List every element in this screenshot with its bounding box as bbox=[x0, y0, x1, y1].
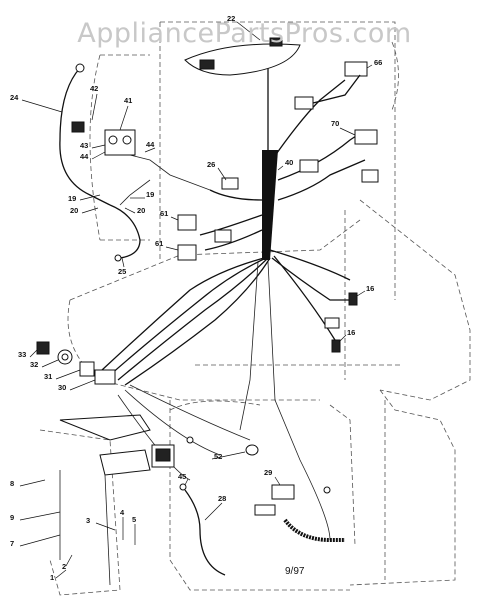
callout-c22: 22 bbox=[227, 14, 235, 23]
seat-switch-area bbox=[39, 414, 151, 596]
relay-61 bbox=[177, 214, 232, 261]
connector-22 bbox=[184, 37, 301, 76]
date-code: 9/97 bbox=[285, 566, 305, 577]
callout-c28: 28 bbox=[218, 494, 226, 503]
callout-c52: 52 bbox=[214, 452, 222, 461]
callout-c19b: 19 bbox=[146, 190, 154, 199]
solenoid bbox=[71, 121, 136, 156]
callout-c29: 29 bbox=[264, 468, 272, 477]
callout-c44b: 44 bbox=[146, 140, 155, 149]
connector-70 bbox=[299, 129, 379, 183]
callout-c16b: 16 bbox=[347, 328, 355, 337]
callout-c5: 5 bbox=[132, 515, 136, 524]
callout-c30: 30 bbox=[58, 383, 66, 392]
main-harness bbox=[101, 60, 366, 541]
connector-26 bbox=[221, 177, 239, 190]
callout-c31: 31 bbox=[44, 372, 52, 381]
callout-c20a: 20 bbox=[70, 206, 78, 215]
callout-c61a: 61 bbox=[160, 209, 168, 218]
callout-c41: 41 bbox=[124, 96, 132, 105]
callout-c20b: 20 bbox=[137, 206, 145, 215]
leader-lines bbox=[19, 21, 373, 579]
callout-c66: 66 bbox=[374, 58, 382, 67]
callout-c2: 2 bbox=[62, 562, 66, 571]
callout-c45: 45 bbox=[178, 472, 186, 481]
callout-c9: 9 bbox=[10, 513, 14, 522]
callout-c40: 40 bbox=[285, 158, 293, 167]
callout-c16a: 16 bbox=[366, 284, 374, 293]
ignition-switch bbox=[36, 341, 116, 385]
battery-cable bbox=[59, 63, 141, 262]
callout-c19a: 19 bbox=[68, 194, 76, 203]
coil-29 bbox=[254, 484, 345, 542]
callout-c33: 33 bbox=[18, 350, 26, 359]
callout-c3: 3 bbox=[86, 516, 90, 525]
callout-c44a: 44 bbox=[80, 152, 89, 161]
callout-c4: 4 bbox=[120, 508, 125, 517]
callout-c8: 8 bbox=[10, 479, 14, 488]
connector-66 bbox=[294, 61, 368, 110]
callout-c7: 7 bbox=[10, 539, 14, 548]
hourmeter bbox=[151, 436, 259, 468]
callout-c42: 42 bbox=[90, 84, 98, 93]
callout-c26: 26 bbox=[207, 160, 215, 169]
callout-c24: 24 bbox=[10, 93, 19, 102]
ground-cable bbox=[179, 483, 226, 576]
callout-c43: 43 bbox=[80, 141, 88, 150]
callout-c25: 25 bbox=[118, 267, 126, 276]
plug-16 bbox=[324, 292, 358, 353]
callout-c32: 32 bbox=[30, 360, 38, 369]
callout-c1: 1 bbox=[50, 573, 54, 582]
callout-c70: 70 bbox=[331, 119, 339, 128]
callout-c61b: 61 bbox=[155, 239, 163, 248]
